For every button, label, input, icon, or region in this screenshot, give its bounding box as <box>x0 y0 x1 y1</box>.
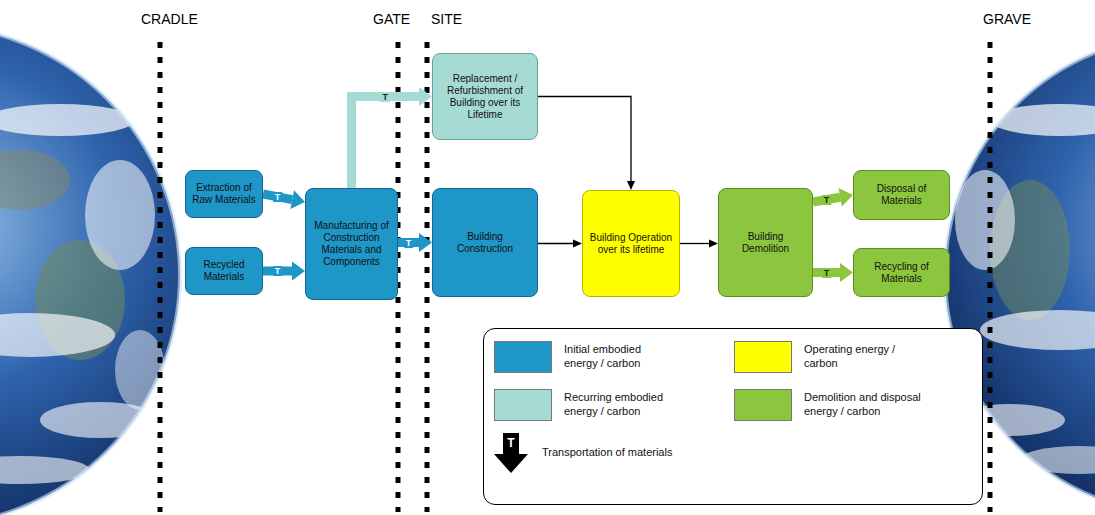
transport-label: T <box>822 195 832 205</box>
symbol-letter: T <box>507 437 514 450</box>
box-text: Manufacturing of Construction Materials … <box>311 220 392 268</box>
legend-text: Transportation of materials <box>542 446 802 460</box>
transport-label: T <box>273 266 283 276</box>
flow-arrow <box>680 240 718 248</box>
process-box: Recycled Materials <box>185 247 263 295</box>
transport-arrow <box>398 233 432 252</box>
process-box: Building Demolition <box>718 188 813 297</box>
legend-text: Demolition and disposal energy / carbon <box>804 391 944 419</box>
stage-label: SITE <box>431 12 462 27</box>
stage-label: CRADLE <box>141 12 198 27</box>
arrow-shaft <box>680 243 709 244</box>
transport-arrow <box>352 87 433 188</box>
stage-label: GRAVE <box>983 12 1031 27</box>
cradle-divider <box>158 42 163 512</box>
legend-swatch <box>734 341 792 373</box>
transport-arrow <box>813 263 853 282</box>
cloud <box>0 313 115 357</box>
arrow-head <box>292 262 305 281</box>
legend-swatch <box>494 389 552 421</box>
arrow-head <box>709 240 718 248</box>
box-text: Extraction of Raw Materials <box>191 182 257 206</box>
earth-surface <box>0 104 165 484</box>
transport-label: T <box>822 268 832 278</box>
arrow-head <box>839 188 853 207</box>
transport-label: T <box>404 238 414 248</box>
earth-left <box>0 25 180 515</box>
transport-label: T <box>381 92 391 102</box>
process-box: Extraction of Raw Materials <box>185 170 263 218</box>
transport-arrow <box>263 190 305 209</box>
legend-swatch <box>494 341 552 373</box>
box-text: Disposal of Materials <box>859 183 944 207</box>
cloud <box>980 310 1095 350</box>
process-box: Building Construction <box>432 188 538 297</box>
process-box: Replacement / Refurbishment of Building … <box>432 53 538 140</box>
arrow-head <box>290 190 305 209</box>
land-patch <box>0 150 70 210</box>
box-text: Building Construction <box>438 231 532 255</box>
box-text: Building Demolition <box>724 231 807 255</box>
legend-box: Initial embodied energy / carbon Operatin… <box>483 328 983 505</box>
legend-item: Recurring embodied energy / carbon <box>494 389 676 421</box>
legend-item: Operating energy / carbon <box>734 341 900 373</box>
arrow-head <box>840 263 853 282</box>
arrow-head <box>573 240 582 248</box>
legend-item: Demolition and disposal energy / carbon <box>734 389 944 421</box>
arrow-shaft <box>352 97 420 189</box>
process-box: Recycling of Materials <box>853 248 950 297</box>
process-box: Disposal of Materials <box>853 170 950 220</box>
legend-text: Recurring embodied energy / carbon <box>564 391 676 419</box>
box-text: Replacement / Refurbishment of Building … <box>438 73 532 121</box>
earth-globe <box>0 25 180 515</box>
box-text: Recycling of Materials <box>859 261 944 285</box>
process-box: Building Operation over its lifetime <box>582 190 680 297</box>
arrow-shaft <box>813 268 840 277</box>
cloud <box>990 104 1095 136</box>
arrow-shape <box>494 433 528 473</box>
legend-item: Initial embodied energy / carbon <box>494 341 676 373</box>
arrow-shaft <box>263 267 292 276</box>
process-box: Manufacturing of Construction Materials … <box>305 188 398 300</box>
legend-swatch <box>734 389 792 421</box>
legend-item: Transportation of materials <box>494 433 802 473</box>
flow-arrow <box>538 240 582 248</box>
box-text: Recycled Materials <box>191 259 257 283</box>
transport-arrow <box>263 262 305 281</box>
legend-text: Initial embodied energy / carbon <box>564 343 676 371</box>
arrow-head <box>419 233 432 252</box>
grave-divider <box>988 42 993 512</box>
site-divider <box>425 42 430 512</box>
arrow-shaft <box>398 238 419 247</box>
arrow-head <box>627 181 635 190</box>
arrow-shaft <box>538 97 631 182</box>
stage-label: GATE <box>373 12 410 27</box>
arrow-head <box>419 87 432 106</box>
transport-arrow <box>813 188 853 207</box>
legend-text: Operating energy / carbon <box>804 343 900 371</box>
box-text: Building Operation over its lifetime <box>588 232 674 256</box>
transport-label: T <box>273 192 283 202</box>
arrow-shaft <box>538 243 573 244</box>
flow-arrow <box>538 97 635 191</box>
stage-dividers <box>160 42 990 512</box>
earth-rim <box>0 25 180 515</box>
cloud <box>85 160 155 270</box>
